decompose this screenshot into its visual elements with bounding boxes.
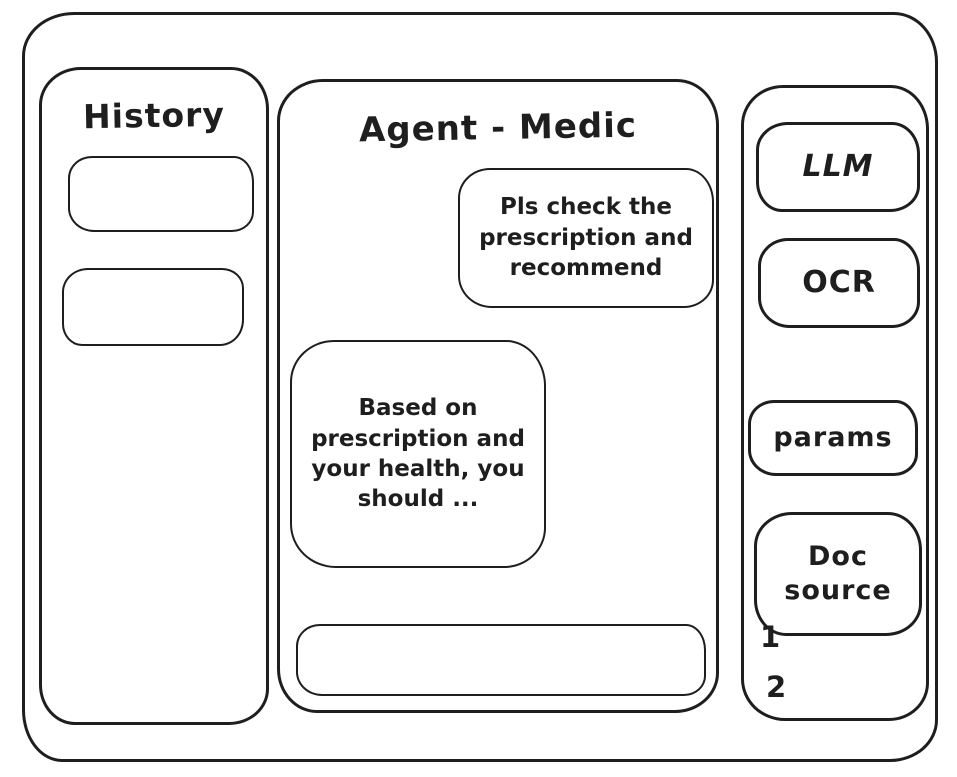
user-message-bubble: Pls check the prescription and recommend	[458, 168, 714, 308]
history-item-1[interactable]	[68, 156, 254, 232]
doc-source-item-1[interactable]: 1	[760, 620, 781, 654]
doc-source-button[interactable]: Doc source	[754, 512, 922, 636]
message-input[interactable]	[296, 624, 706, 696]
history-panel: History	[39, 67, 269, 725]
ocr-button[interactable]: OCR	[758, 238, 920, 328]
assistant-message-bubble: Based on prescription and your health, y…	[290, 340, 546, 568]
app-frame: History Agent - Medic Pls check the pres…	[22, 12, 938, 762]
history-title: History	[82, 94, 226, 137]
chat-panel: Agent - Medic Pls check the prescription…	[277, 79, 719, 713]
history-item-2[interactable]	[62, 268, 244, 346]
tools-panel: LLM OCR params Doc source 1 2	[741, 85, 929, 721]
doc-source-item-2[interactable]: 2	[766, 670, 787, 704]
chat-title: Agent - Medic	[358, 105, 638, 151]
params-button[interactable]: params	[748, 400, 918, 476]
llm-button[interactable]: LLM	[756, 122, 920, 212]
